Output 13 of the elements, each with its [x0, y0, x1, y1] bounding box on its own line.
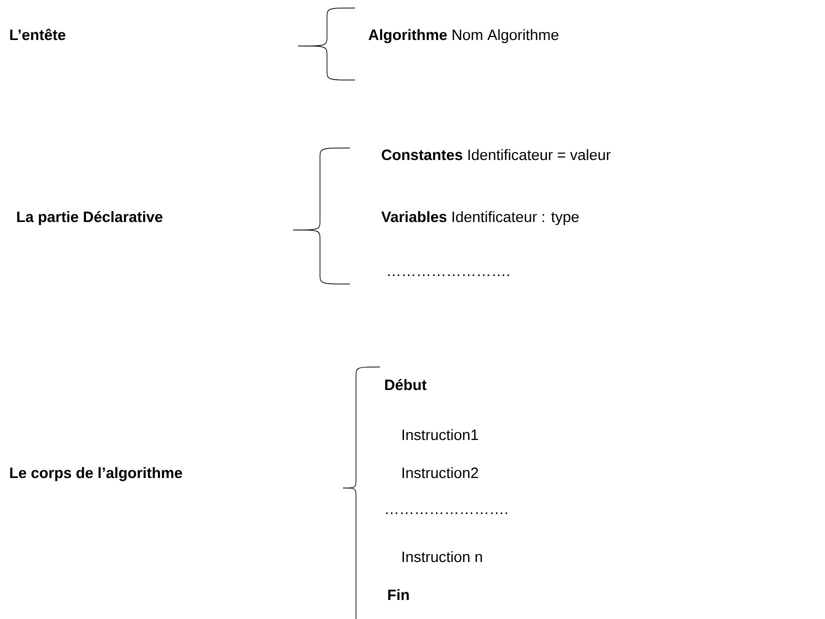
- section-heading: La partie Déclarative: [17, 211, 162, 226]
- code-line: Instruction1: [402, 429, 478, 440]
- code-line: Instruction2: [402, 467, 478, 478]
- section-heading: L’entête: [10, 28, 66, 40]
- code-line: Constantes Identificateur = valeur: [382, 149, 611, 160]
- code-line: Début: [385, 379, 427, 390]
- code-line: …………………….: [388, 274, 509, 276]
- code-line: …………………….: [386, 512, 507, 514]
- code-line: Instruction n: [402, 551, 482, 562]
- code-line: Fin: [388, 589, 409, 600]
- code-line: Variables Identificateur : type: [381, 211, 579, 226]
- section-heading: Le corps de l’algorithme: [10, 467, 182, 482]
- code-line: Algorithme Nom Algorithme: [368, 29, 558, 44]
